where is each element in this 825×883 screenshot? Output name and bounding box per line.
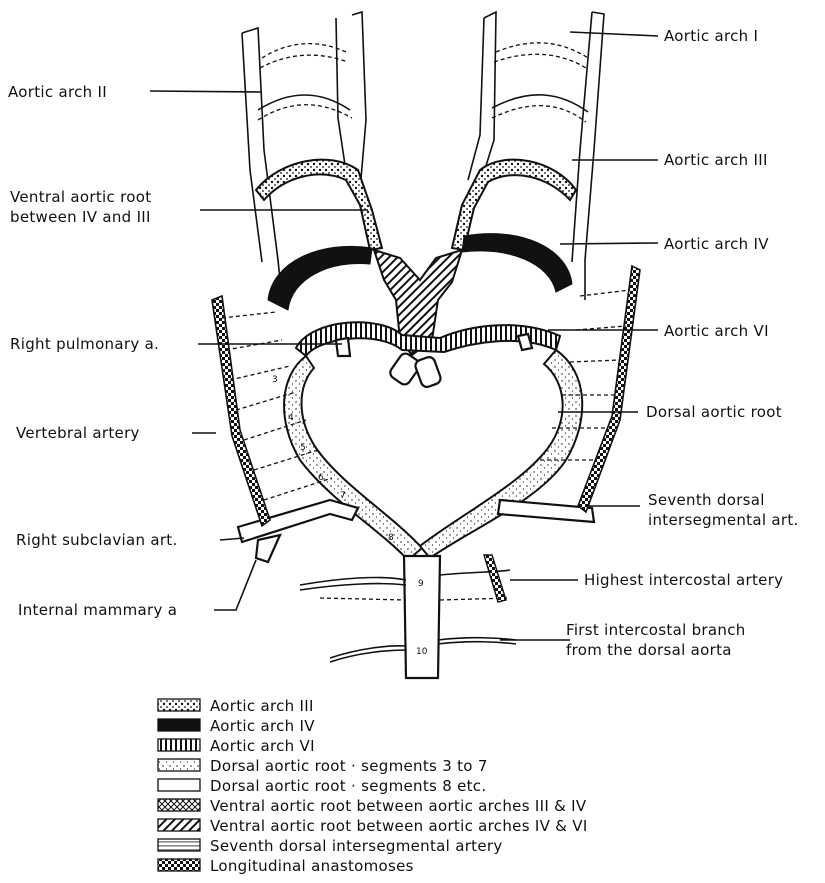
legend: Aortic arch III Aortic arch IV Aortic ar… [158,697,588,875]
legend-label: Ventral aortic root between aortic arche… [210,817,588,835]
legend-label: Aortic arch III [210,697,314,715]
dorsal-aorta [404,556,440,678]
label-highest-intercostal: Highest intercostal artery [584,571,783,589]
segment-number: 7 [340,491,346,501]
right-pulmonary-branch [336,338,350,356]
legend-swatch-ventral-4-6 [158,819,200,831]
segment-number: 4 [288,413,294,423]
aortic-arch-4-left [268,246,372,310]
legend-swatch-ventral-3-4 [158,799,200,811]
segment-number: 5 [300,443,306,453]
label-ventral-root-1: Ventral aortic root [10,188,151,206]
legend-swatch-arch-3 [158,699,200,711]
dorsal-aortic-root-left [284,356,422,560]
label-aortic-arch-6: Aortic arch VI [664,322,769,340]
segment-number: 10 [416,647,428,657]
legend-swatch-seventh [158,839,200,851]
label-aortic-arch-1: Aortic arch I [664,27,758,45]
legend-label: Aortic arch IV [210,717,315,735]
label-vertebral-artery: Vertebral artery [16,424,140,442]
legend-swatch-dorsal-8 [158,779,200,791]
label-aortic-arch-3: Aortic arch III [664,151,768,169]
label-aortic-arch-2: Aortic arch II [8,83,107,101]
legend-swatch-anastomoses [158,859,200,871]
legend-label: Dorsal aortic root · segments 3 to 7 [210,757,488,775]
label-ventral-root-2: between IV and III [10,208,151,226]
label-right-subclavian: Right subclavian art. [16,531,178,549]
label-first-intercostal-2: from the dorsal aorta [566,641,732,659]
legend-swatch-arch-4 [158,719,200,731]
label-right-pulmonary: Right pulmonary a. [10,335,159,353]
label-internal-mammary: Internal mammary a [18,601,177,619]
segment-number: 8 [388,533,394,543]
segment-number: 6 [318,473,324,483]
outflow-stumps [388,351,442,388]
internal-mammary-artery [256,535,280,562]
segment-number: 3 [272,375,278,385]
legend-label: Seventh dorsal intersegmental artery [210,837,503,855]
aortic-arch-4-right [462,234,572,292]
label-dorsal-aortic-root: Dorsal aortic root [646,403,782,421]
legend-label: Dorsal aortic root · segments 8 etc. [210,777,486,795]
legend-label: Longitudinal anastomoses [210,857,414,875]
legend-swatch-arch-6 [158,739,200,751]
label-seventh-2: intersegmental art. [648,511,799,529]
label-first-intercostal-1: First intercostal branch [566,621,746,639]
label-seventh-1: Seventh dorsal [648,491,765,509]
label-aortic-arch-4: Aortic arch IV [664,235,769,253]
dorsal-aortic-root-right [420,350,582,558]
legend-label: Aortic arch VI [210,737,315,755]
legend-swatch-dorsal-3-7 [158,759,200,771]
segment-number: 9 [418,579,424,589]
legend-label: Ventral aortic root between aortic arche… [210,797,587,815]
